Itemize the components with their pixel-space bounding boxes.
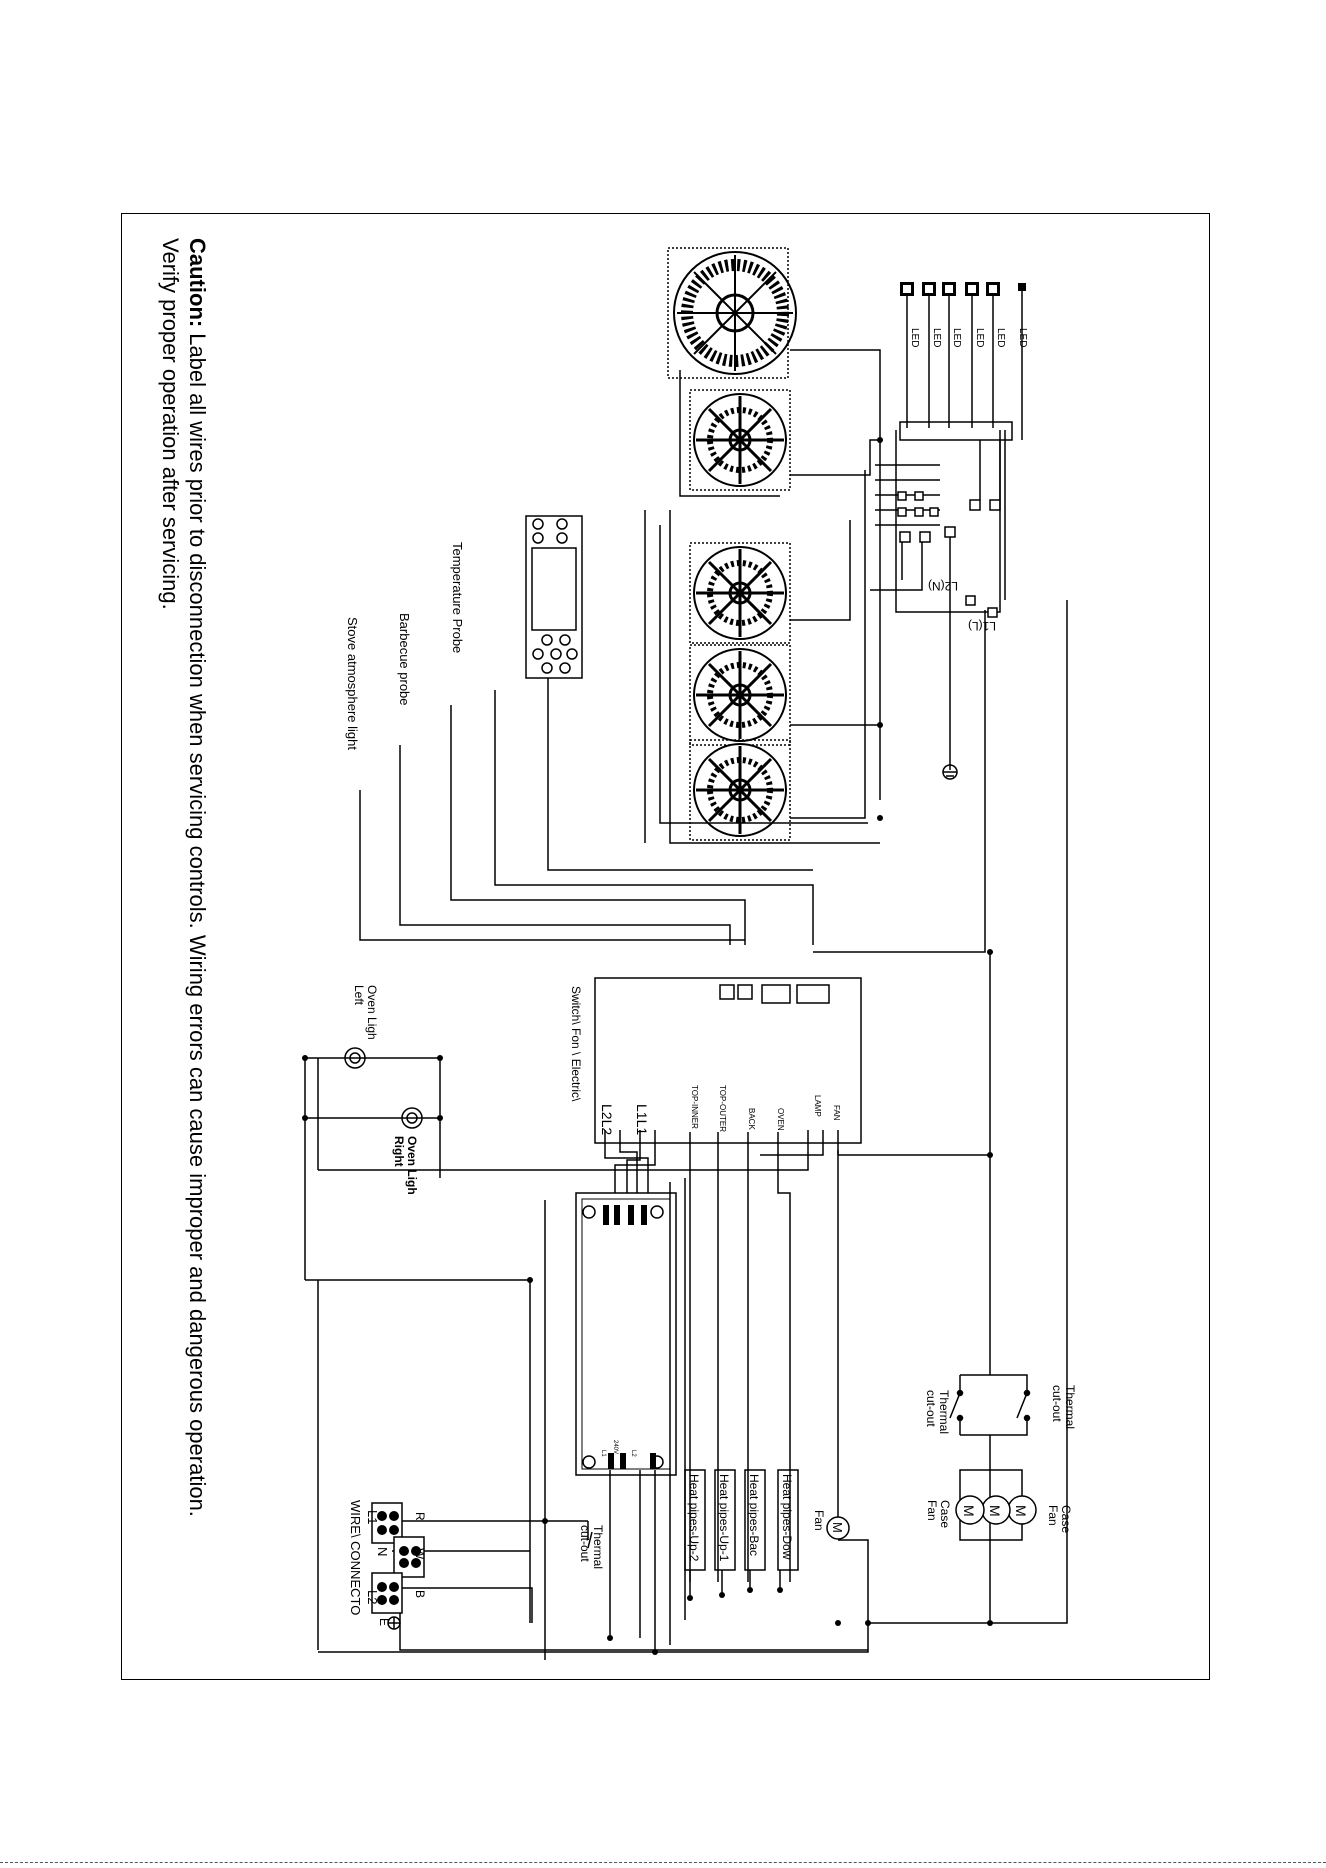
motor-symbol-1: M — [1013, 1505, 1029, 1517]
diagram-frame — [121, 213, 1210, 1680]
heat-pipe-up-2-label: Heat pipes-Up-2 — [687, 1474, 701, 1562]
heat-pipe-up-1-label: Heat pipes-Up-1 — [717, 1474, 731, 1562]
probe-wiring — [359, 678, 814, 945]
oven-light-left-line-2: Left — [352, 985, 366, 1006]
burner-4 — [690, 740, 790, 840]
caution-text-line-1: Caution: Label all wires prior to disconn… — [185, 238, 210, 1517]
l2n-label: L2(N) — [928, 579, 958, 593]
l-terminals: L2(N) L1(L) — [928, 579, 998, 633]
oven-light-left-line-1: Oven Ligh — [365, 985, 379, 1040]
l2l2-label: L2L2 — [599, 1104, 615, 1135]
thermal-cutout-a-line-2: cut-out — [1050, 1385, 1064, 1422]
relay-l1-label: L1 — [600, 1450, 606, 1457]
wire-connector-label: WIRE\ CONNECTO — [348, 1500, 363, 1615]
oven-light-right-line-2: Right — [392, 1136, 406, 1167]
thermal-cutout-c-line-1: Thermal — [591, 1525, 605, 1569]
connector-w-label: W — [413, 1548, 427, 1560]
thermal-cutout-b-line-1: Thermal — [937, 1390, 951, 1434]
motor-symbol-3: M — [961, 1505, 977, 1517]
led-label-2: LED — [931, 328, 942, 347]
burner-wiring — [644, 349, 1001, 844]
caution-label: Caution: — [185, 238, 210, 327]
control-panel — [525, 515, 583, 679]
switch-board-label: Switch\ Fon \ Electric\ — [569, 986, 583, 1102]
caution-line-2: Verify proper operation after servicing. — [158, 238, 183, 610]
caution-note: Caution: Label all wires prior to disconn… — [158, 238, 210, 1517]
oven-light-left: Oven Ligh Left — [344, 985, 379, 1069]
led-label-5: LED — [995, 328, 1006, 347]
case-fan-b-line-1: Case — [938, 1500, 952, 1528]
top-outer-label: TOP-OUTER — [718, 1085, 727, 1132]
caution-line-1: Label all wires prior to disconnection w… — [185, 333, 210, 1517]
switch-board: Switch\ Fon \ Electric\ L2L2 L1L1 TOP-IN… — [569, 977, 862, 1144]
oven-light-right-line-1: Oven Ligh — [405, 1136, 419, 1195]
connector-l2-label: L2 — [365, 1590, 380, 1604]
led-label-1: LED — [909, 328, 920, 347]
page-footer-divider — [0, 1862, 1326, 1863]
led-label-4: LED — [974, 328, 985, 347]
led-label-3: LED — [951, 328, 962, 347]
heat-pipe-down-label: Heat pipes-Dow — [780, 1474, 794, 1560]
burner-3 — [690, 645, 790, 745]
wire-connector: R W B L1 N L2 E WIRE\ CONNECTO — [348, 1500, 427, 1630]
fan-label: Fan — [812, 1510, 826, 1531]
thermal-cutout-c-line-2: cut-out — [578, 1525, 592, 1562]
burner-1 — [690, 390, 790, 490]
convection-fan: M Fan — [812, 1510, 850, 1540]
top-inner-label: TOP-INNER — [690, 1085, 699, 1129]
connector-b-label: B — [413, 1590, 427, 1598]
connector-e-label: E — [377, 1618, 391, 1626]
case-fan-a-line-2: Fan — [1046, 1505, 1060, 1526]
thermal-cutouts: Thermal cut-out Thermal cut-out — [924, 1374, 1077, 1436]
fan-terminal-label: FAN — [832, 1105, 841, 1121]
heat-pipes: Heat pipes-Up-2 Heat pipes-Up-1 Heat pip… — [684, 1469, 799, 1571]
case-fan-b-line-2: Fan — [925, 1500, 939, 1521]
thermal-cutout-c: Thermal cut-out — [578, 1525, 605, 1569]
l1l1-label: L1L1 — [634, 1104, 650, 1135]
relay-l2-label: L2 — [630, 1450, 636, 1457]
barbecue-probe-label: Barbecue probe — [397, 613, 412, 706]
connector-l1-label: L1 — [365, 1510, 380, 1524]
oven-label: OVEN — [776, 1108, 785, 1131]
motor-symbol-2: M — [987, 1505, 1003, 1517]
junctions — [302, 437, 993, 1655]
heat-pipe-back-label: Heat pipes-Bac — [747, 1474, 761, 1556]
burner-2 — [690, 543, 790, 643]
relay-board: L1 240V L2 — [575, 1192, 677, 1476]
main-burner — [667, 247, 797, 379]
back-label: BACK — [747, 1108, 756, 1130]
connector-n-label: N — [375, 1547, 390, 1556]
oven-light-right: Oven Ligh Right — [392, 1107, 423, 1195]
thermal-cutout-a-line-1: Thermal — [1063, 1385, 1077, 1429]
temperature-probe-label: Temperature Probe — [450, 542, 465, 653]
case-fan-a-line-1: Case — [1059, 1505, 1073, 1533]
connector-r-label: R — [413, 1512, 427, 1521]
lamp-label: LAMP — [813, 1095, 822, 1117]
led-lamps: LED LED LED LED LED LED — [899, 282, 1028, 441]
stove-atmosphere-light-label: Stove atmosphere light — [345, 617, 360, 750]
motor-symbol-4: M — [830, 1522, 845, 1533]
case-fans: M M M Case Fan Case Fan — [925, 1435, 1073, 1620]
thermal-cutout-b-line-2: cut-out — [924, 1390, 938, 1427]
relay-240v-label: 240V — [612, 1440, 618, 1454]
l1l-label: L1(L) — [968, 619, 996, 633]
